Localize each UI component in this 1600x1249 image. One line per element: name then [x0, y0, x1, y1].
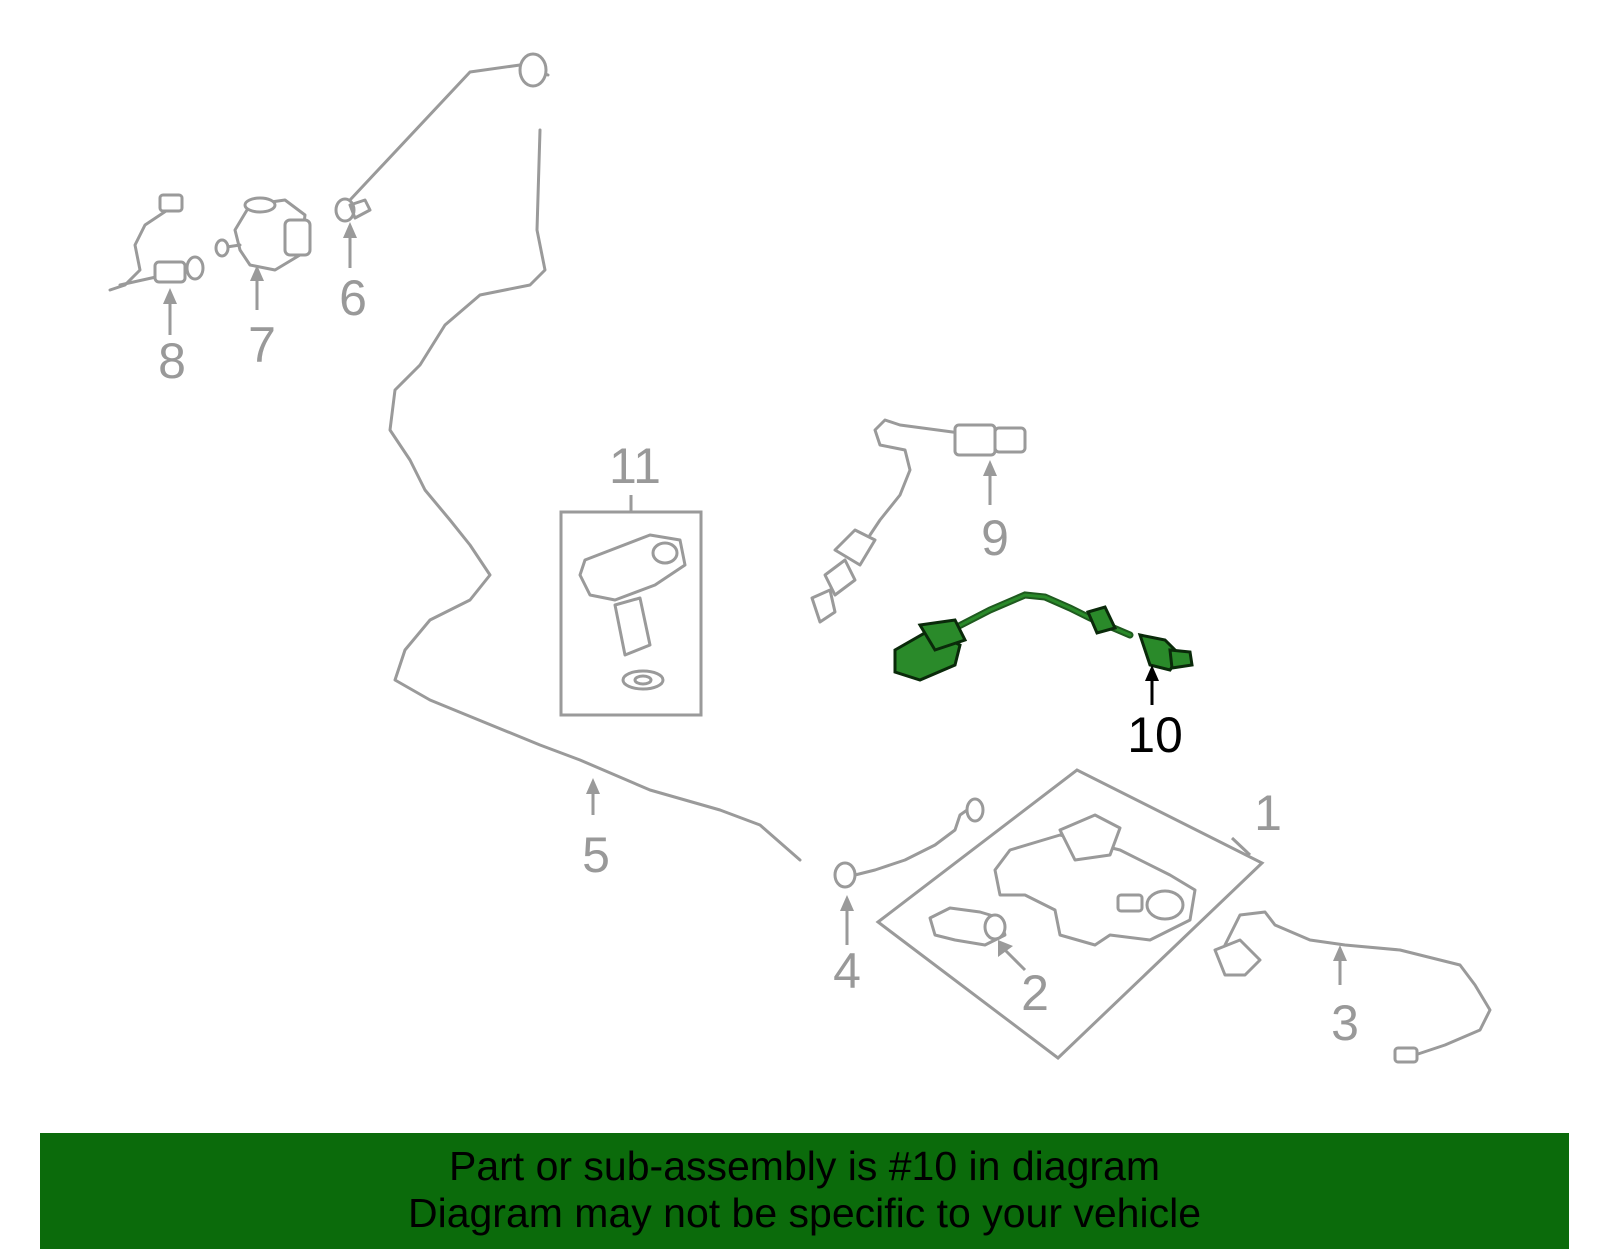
parts-diagram: 1 2 3 4 5 6 7 8 9 10 11 — [108, 52, 1492, 1064]
oxygen-sensor-part-10 — [893, 591, 1194, 682]
callout-2: 2 — [1021, 965, 1049, 1021]
fitting-part-6 — [334, 197, 372, 223]
callout-10: 10 — [1127, 707, 1183, 763]
callout-11: 11 — [609, 438, 661, 494]
callout-arrows — [163, 222, 1347, 985]
callout-labels: 1 2 3 4 5 6 7 8 9 10 11 — [158, 270, 1359, 1051]
info-banner: Part or sub-assembly is #10 in diagram D… — [40, 1133, 1569, 1249]
oxygen-sensor-part-9 — [810, 418, 1027, 624]
callout-6: 6 — [339, 270, 367, 326]
callout-7: 7 — [248, 317, 276, 373]
callout-9: 9 — [981, 510, 1009, 566]
callout-4: 4 — [833, 943, 861, 999]
callout-5: 5 — [582, 827, 610, 883]
callout-1: 1 — [1254, 785, 1282, 841]
callout-8: 8 — [158, 333, 186, 389]
banner-line-1: Part or sub-assembly is #10 in diagram — [449, 1143, 1160, 1189]
canister-part-1 — [875, 768, 1265, 1060]
valve-part-2 — [928, 906, 1007, 947]
banner-line-2: Diagram may not be specific to your vehi… — [407, 1190, 1201, 1236]
callout-3: 3 — [1331, 995, 1359, 1051]
hose-part-4 — [833, 797, 985, 889]
hose-part-3 — [1213, 910, 1492, 1064]
hose-part-5 — [338, 52, 802, 862]
valve-part-8 — [108, 193, 205, 292]
solenoid-part-7 — [214, 196, 312, 272]
sensor-kit-part-11 — [559, 495, 703, 717]
